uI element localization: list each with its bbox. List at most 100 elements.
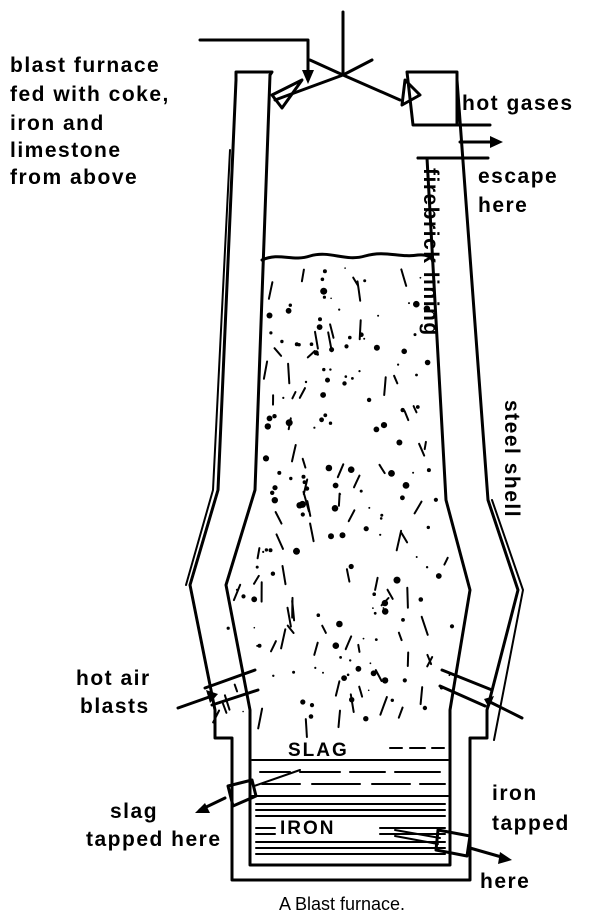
charge-dot: [382, 677, 388, 683]
charge-stroke: [258, 709, 262, 729]
iron-tapped-label-line-1: iron: [492, 782, 538, 805]
charge-dot: [317, 324, 323, 330]
charge-dot: [254, 627, 256, 629]
charge-dot: [292, 671, 295, 674]
charge-stroke: [288, 608, 291, 627]
charge-dot: [426, 566, 428, 568]
iron-tapped-label-line-3: here: [480, 870, 530, 893]
charge-dot: [262, 551, 264, 553]
slag-tap-arrow-head: [195, 803, 210, 813]
charge-dot: [265, 548, 268, 551]
charge-dot: [344, 267, 346, 269]
charge-dot: [401, 618, 405, 622]
charge-dot: [416, 405, 420, 409]
charge-top-surface: [262, 254, 433, 262]
charge-dot: [293, 548, 300, 555]
charge-stroke: [349, 510, 355, 521]
charge-dot: [372, 607, 374, 609]
hot-air-label-line-2: blasts: [80, 695, 150, 718]
iron-tap-arrow-head: [498, 852, 512, 864]
charge-stroke: [308, 351, 315, 357]
charge-stroke: [376, 670, 382, 681]
charge-dot: [282, 397, 284, 399]
charge-stroke: [283, 566, 286, 584]
charge-dot: [349, 564, 354, 569]
charge-dot: [436, 573, 442, 579]
charge-dot: [374, 345, 380, 351]
charge-stroke: [399, 708, 403, 718]
charge-dot: [271, 572, 275, 576]
charge-particles: [213, 267, 454, 737]
charge-dot: [300, 699, 305, 704]
charge-stroke: [359, 687, 362, 697]
charge-dot: [370, 662, 372, 664]
charge-dot: [269, 548, 273, 552]
charge-dot: [301, 512, 305, 516]
hearth-inner: [250, 738, 450, 865]
charge-dot: [318, 317, 322, 321]
charge-dot: [322, 672, 324, 674]
charge-dot: [341, 675, 347, 681]
charge-dot: [358, 370, 360, 372]
charge-stroke: [394, 376, 397, 384]
charge-dot: [272, 675, 274, 677]
caption: A Blast furnace.: [279, 894, 405, 914]
charge-dot: [359, 332, 364, 337]
charge-dot: [380, 517, 383, 520]
charge-dot: [323, 296, 326, 299]
charge-dot: [338, 309, 340, 311]
charge-dot: [363, 338, 365, 340]
charge-dot: [401, 349, 407, 355]
charge-dot: [313, 427, 315, 429]
charge-dot: [277, 471, 281, 475]
charge-stroke: [315, 332, 318, 349]
charge-stroke: [223, 704, 226, 713]
charge-stroke: [346, 636, 352, 649]
charge-dot: [408, 302, 410, 304]
charge-dot: [256, 566, 259, 569]
feed-arrow-head: [302, 70, 314, 84]
charge-dot: [351, 377, 354, 380]
charge-dot: [323, 269, 327, 273]
charge-dot: [416, 556, 418, 558]
charge-dot: [379, 534, 381, 536]
charge-dot: [265, 423, 271, 429]
charge-stroke: [405, 411, 409, 420]
feed-label-line-1: blast furnace: [10, 54, 160, 77]
top-left-rim: [236, 72, 272, 80]
charge-stroke: [354, 476, 360, 488]
charge-dot: [286, 419, 293, 426]
charge-dot: [289, 304, 292, 307]
charge-dot: [309, 714, 314, 719]
charge-stroke: [339, 711, 341, 728]
tuyere-right-pipe: [440, 670, 492, 706]
charge-dot: [267, 416, 273, 422]
feed-label-line-2: fed with coke,: [10, 83, 170, 106]
charge-dot: [325, 378, 330, 383]
charge-dot: [272, 485, 277, 490]
charge-stroke: [358, 645, 359, 652]
feed-label-line-5: from above: [10, 166, 138, 189]
slag-label: SLAG: [288, 740, 349, 761]
charge-dot: [396, 440, 402, 446]
charge-stroke: [415, 502, 422, 514]
charge-stroke: [303, 459, 306, 468]
charge-stroke: [402, 533, 408, 542]
charge-dot: [434, 498, 438, 502]
charge-dot: [263, 455, 269, 461]
slag-tapped-label-line-1: slag: [110, 800, 158, 823]
gas-arrow-head: [490, 136, 503, 148]
charge-dot: [314, 667, 316, 669]
charge-stroke: [302, 270, 304, 282]
hopper-right: [402, 80, 420, 105]
charge-dot: [310, 342, 314, 346]
charge-stroke: [397, 531, 401, 551]
charge-dot: [425, 360, 431, 366]
charge-dot: [340, 532, 346, 538]
charge-dot: [388, 472, 390, 474]
charge-dot: [296, 502, 302, 508]
escape-label-line-2: here: [478, 194, 528, 217]
hot-air-label-line-1: hot air: [76, 667, 151, 690]
feed-arrow: [200, 40, 314, 84]
